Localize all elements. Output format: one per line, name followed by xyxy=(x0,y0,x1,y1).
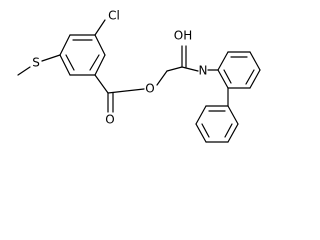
amide-nitrogen-label: N xyxy=(199,64,208,78)
bond-ring2-a xyxy=(217,51,229,71)
bond-ring3-double-a xyxy=(224,123,233,138)
bond-ring2-c xyxy=(249,51,261,71)
bond-s-methyl xyxy=(17,66,31,76)
phenyl-ring xyxy=(195,105,239,143)
bond-c-s xyxy=(41,54,61,62)
bond-ring1-double-c xyxy=(65,54,75,71)
chlorine-label: Cl xyxy=(108,9,120,23)
bond-ring-carbonyl xyxy=(94,74,109,94)
bond-ring1-c xyxy=(94,54,106,76)
ester-carbonyl-oxygen-label: O xyxy=(105,113,114,127)
bond-ring3-d xyxy=(195,123,207,143)
bond-carbonyl-oester xyxy=(107,88,145,94)
bond-ring1-double-b xyxy=(89,54,100,71)
bond-oester-ch2 xyxy=(156,70,168,86)
bond-ring1-e xyxy=(59,54,71,76)
bond-ring2-f xyxy=(217,69,229,89)
ester-oxygen-label: O xyxy=(145,82,154,96)
amide-oxygen-label: OH xyxy=(174,29,192,43)
bond-ring1-f xyxy=(59,34,71,56)
bond-ch2-amide-c xyxy=(166,66,183,72)
sulfur-label: S xyxy=(32,56,40,70)
bond-ring3-a xyxy=(227,105,239,125)
bond-ring2-d xyxy=(249,69,261,89)
bond-ring3-b xyxy=(227,123,239,143)
aniline-ring xyxy=(217,51,261,89)
bond-ring2-double-c xyxy=(223,69,232,84)
bond-c-cl xyxy=(94,19,106,36)
bond-ring3-e xyxy=(195,105,207,125)
structure-canvas: Cl S O O OH N xyxy=(17,8,261,143)
bond-amide-c-n xyxy=(181,66,199,72)
bond-ring1-b xyxy=(94,34,106,56)
bond-ring2-double-b xyxy=(245,69,255,85)
benzoate-ring xyxy=(59,34,106,76)
bond-ring3-double-b xyxy=(201,123,210,138)
molecule-structure: Cl S O O OH N xyxy=(17,9,261,143)
